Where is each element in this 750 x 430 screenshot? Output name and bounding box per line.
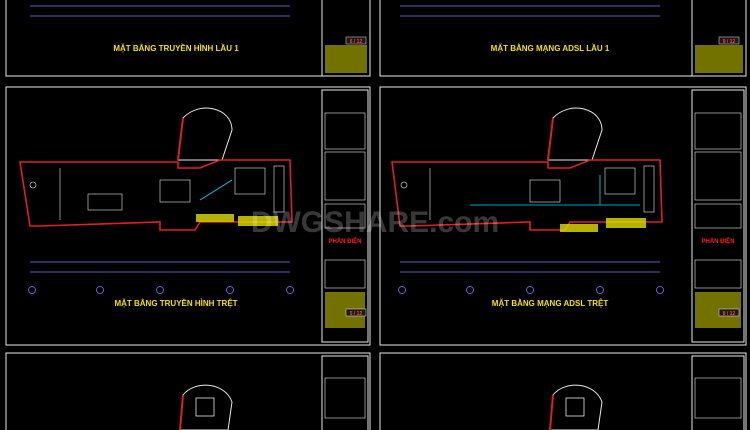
title-block: [691, 0, 747, 77]
title-block-cell: [324, 203, 366, 229]
stair-core: [565, 397, 585, 417]
grid-bubble: [156, 286, 164, 294]
sheet-number-box: [718, 36, 740, 45]
stair-wall: [549, 394, 554, 430]
title-block: [691, 89, 745, 343]
sheet-mid-right[interactable]: PHẦN ĐIỆN 8 / 12 MẶT BẰNG MẠNG AD: [379, 86, 747, 346]
annotation-block: [196, 214, 234, 222]
sheet-frame: [5, 352, 371, 430]
title-block-cell: [324, 377, 366, 419]
title-block-cell: [694, 151, 742, 201]
title-block: [321, 355, 369, 430]
annotation-block: [606, 218, 646, 228]
grid-bubble: [596, 286, 604, 294]
title-block-cell: [324, 112, 366, 150]
sheet-frame: [379, 86, 747, 346]
stair-wall: [179, 394, 184, 430]
watermark-text: DWGSHARE.com: [251, 206, 499, 239]
sheet-bot-left[interactable]: [5, 352, 371, 430]
sheet-number: 9 / 12: [723, 39, 736, 45]
floor-plan[interactable]: [19, 107, 294, 294]
furniture-dining: [159, 179, 191, 203]
furniture-sofa: [604, 167, 636, 195]
sheet-title: MẶT BẰNG TRUYỀN HÌNH LẦU 1: [113, 43, 239, 53]
sheet-number-box: [345, 36, 367, 45]
title-block-cell: [324, 259, 366, 289]
sheet-mid-left[interactable]: PHẦN ĐIỆN 5 / 12 MẶT BẰNG TR: [5, 86, 371, 346]
fixture-symbol: [400, 181, 408, 189]
title-block: [691, 355, 745, 430]
sheet-number: 6 / 12: [350, 39, 363, 45]
spiral-stair: [177, 107, 233, 161]
title-block: [321, 89, 369, 343]
title-block-notes: [695, 45, 743, 73]
title-block-cell: [694, 377, 742, 419]
spiral-stair: [179, 384, 233, 430]
grid-bubble: [226, 286, 234, 294]
sheet-title: MẶT BẰNG MẠNG ADSL LẦU 1: [491, 43, 610, 53]
furniture-dining: [529, 179, 561, 203]
title-block-cell: [694, 203, 742, 229]
sheet-top-left[interactable]: 6 / 12 MẶT BẰNG TRUYỀN HÌNH LẦU 1: [5, 0, 371, 77]
sheet-number: 5 / 12: [350, 311, 363, 317]
sheet-title: MẶT BẰNG TRUYỀN HÌNH TRỆT: [114, 298, 237, 308]
grid-bubble: [96, 286, 104, 294]
title-block-notes: [325, 45, 367, 73]
furniture-cabinet: [273, 165, 285, 213]
grid-bubble: [398, 286, 406, 294]
fixture-symbol: [29, 181, 37, 189]
sheet-number-box: [345, 308, 367, 317]
furniture-cabinet: [643, 165, 655, 213]
spiral-stair: [547, 107, 603, 161]
annotation-block: [238, 216, 278, 226]
grid-bubble: [466, 286, 474, 294]
grid-bubble: [28, 286, 36, 294]
sheet-number: 8 / 12: [723, 311, 736, 317]
sheet-frame: [379, 352, 747, 430]
title-block-cell: [694, 259, 742, 289]
section-label: PHẦN ĐIỆN: [328, 237, 361, 245]
grid-bubble: [656, 286, 664, 294]
title-block: [321, 0, 371, 77]
section-label: PHẦN ĐIỆN: [701, 237, 734, 245]
stair-core: [195, 397, 215, 417]
sheet-bot-right[interactable]: [379, 352, 747, 430]
cable-run: [199, 179, 233, 201]
title-block-cell: [694, 112, 742, 150]
furniture-table: [87, 193, 123, 211]
sheet-frame: [5, 86, 371, 346]
sheet-title: MẶT BẰNG MẠNG ADSL TRỆT: [492, 299, 609, 308]
sheet-number-box: [718, 308, 740, 317]
furniture-sofa: [234, 167, 266, 195]
title-block-cell: [324, 151, 366, 201]
spiral-stair: [549, 384, 603, 430]
grid-bubble: [526, 286, 534, 294]
grid-bubble: [286, 286, 294, 294]
sheet-top-right[interactable]: 9 / 12 MẶT BẰNG MẠNG ADSL LẦU 1: [379, 0, 747, 77]
stair-wall: [547, 117, 554, 161]
annotation-block: [560, 224, 598, 232]
floor-plan[interactable]: [391, 107, 664, 294]
stair-wall: [177, 117, 184, 161]
